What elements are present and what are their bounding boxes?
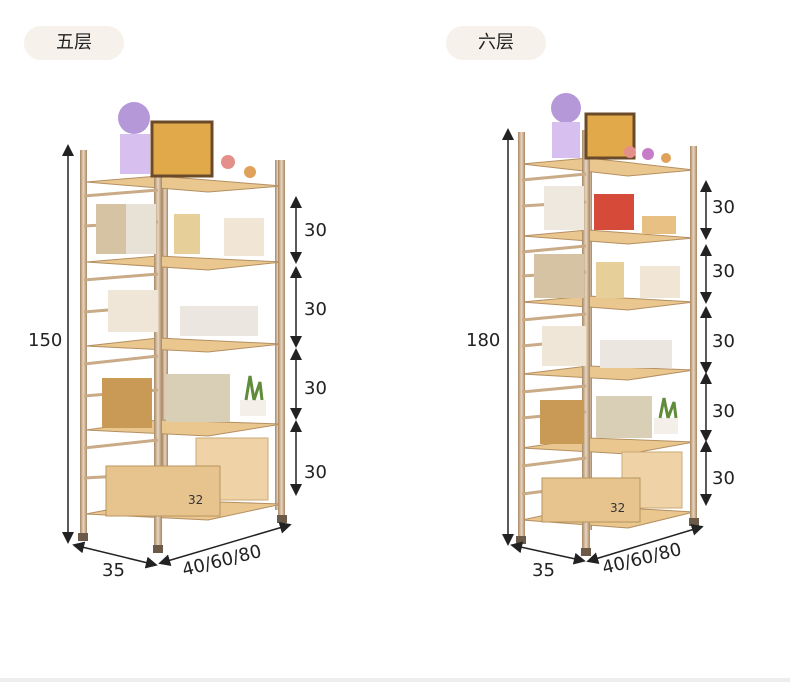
six-tier-shelf-illustration: 32 [516, 93, 699, 556]
width-arrow [586, 523, 704, 565]
option-tag-six-tier[interactable]: 六层 [446, 26, 546, 60]
box-number: 32 [610, 501, 625, 515]
box-number: 32 [188, 493, 203, 507]
gap-label: 30 [712, 401, 735, 422]
toy-figure-icon [551, 93, 581, 123]
gap-label: 30 [304, 378, 327, 399]
plant-pot [240, 400, 266, 416]
storage-box-numbered [105, 465, 221, 517]
height-label: 150 [28, 330, 62, 351]
gap-label: 30 [712, 331, 735, 352]
gap-label: 30 [304, 462, 327, 483]
books [596, 396, 652, 438]
box [640, 266, 680, 298]
depth-arrow [72, 541, 158, 569]
depth-arrow [510, 541, 586, 565]
storage-box-numbered [541, 477, 641, 523]
stacked-books [544, 186, 584, 230]
plant-icon [244, 375, 264, 401]
printer [600, 340, 672, 368]
books [594, 194, 634, 230]
gap-label: 30 [304, 220, 327, 241]
width-label: 40/60/80 [180, 541, 264, 581]
toy-figure-icon [118, 102, 150, 134]
camera [642, 216, 676, 234]
height-label: 180 [466, 330, 500, 351]
option-tag-five-tier[interactable]: 五层 [24, 26, 124, 60]
gap-label: 30 [712, 261, 735, 282]
book-box [540, 400, 584, 444]
five-tier-shelf-illustration: 32 [78, 102, 287, 553]
gap-label: 30 [712, 468, 735, 489]
width-arrow [158, 521, 292, 567]
printer [180, 306, 258, 336]
depth-label: 35 [102, 560, 125, 581]
books [166, 374, 230, 422]
book-box [102, 378, 152, 428]
gap-label: 30 [304, 299, 327, 320]
plant-pot [654, 418, 678, 434]
stacked-books [542, 326, 586, 366]
books [96, 204, 264, 256]
bottom-divider [0, 678, 790, 682]
stacked-books [108, 290, 158, 332]
plant-icon [658, 397, 678, 419]
depth-label: 35 [532, 560, 555, 581]
picture-frame [596, 262, 624, 298]
gap-label: 30 [712, 197, 735, 218]
picture-frame [150, 120, 214, 178]
books [534, 254, 584, 298]
